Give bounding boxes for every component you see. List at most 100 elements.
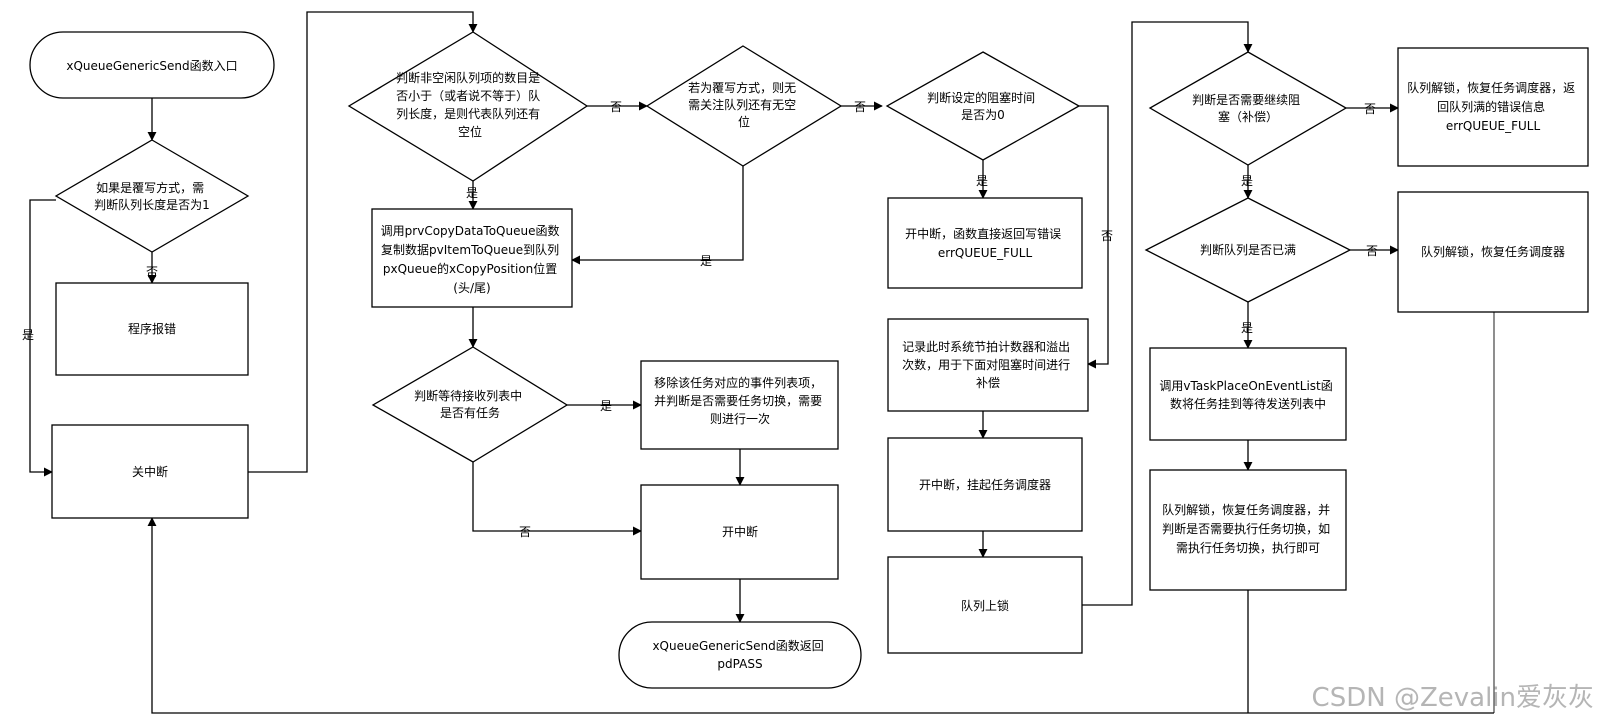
unlock-return-full-line-1: 队列解锁，恢复任务调度器，返 [1407,80,1575,95]
enable-interrupt-line-1: 开中断 [722,524,758,539]
check-length-line-1: 如果是覆写方式，需 [96,180,204,195]
record-tick-line-2: 次数，用于下面对阻塞时间进行 [902,357,1070,372]
copy-line-4: (头/尾) [453,281,490,295]
unlock-resume-line-1: 队列解锁，恢复任务调度器 [1421,244,1565,259]
lock-queue-node: 队列上锁 [887,556,1083,654]
decision-check-length-node: 如果是覆写方式，需 判断队列长度是否为1 [54,139,250,253]
return-full-line-1: 开中断，函数直接返回写错误 [905,226,1061,241]
edge-lock-to-continue-block [1082,21,1253,606]
waiting-line-2: 是否有任务 [440,405,500,420]
label-overwrite-no: 否 [854,100,866,114]
unlock-return-full-line-2: 回队列满的错误信息 [1437,99,1545,114]
unlock-switch-node: 队列解锁，恢复任务调度器，并 判断是否需要执行任务切换，如 需执行任务切换，执行… [1149,469,1347,591]
assert-line-1: 程序报错 [128,321,176,336]
svg-text:队列解锁，恢复任务调度器: 队列解锁，恢复任务调度器 [1421,244,1565,259]
remove-event-line-1: 移除该任务对应的事件列表项， [654,375,822,390]
record-tick-node: 记录此时系统节拍计数器和溢出 次数，用于下面对阻塞时间进行 补偿 [887,318,1089,412]
decision-overwrite-mode-node: 若为覆写方式，则无 需关注队列还有无空 位 [645,45,843,167]
continue-block-line-2: 塞（补偿） [1218,109,1278,124]
label-block-yes: 是 [976,174,988,188]
svg-text:判断等待接收列表中 是否有任务: 判断等待接收列表中 是否有任务 [414,388,526,420]
label-continue-no: 否 [1364,102,1376,116]
start-line-1: xQueueGenericSend函数入口 [66,58,237,73]
label-full-yes: 是 [1241,321,1253,335]
label-waiting-no: 否 [519,525,531,539]
svg-text:调用vTaskPlaceOnEventList函: 调用vTaskPlaceOnEventList函 数将任务挂到等待发送列表中 [1159,379,1336,411]
svg-text:移除该任务对应的事件列表项， 并判断是否需要: 移除该任务对应的事件列表项， 并判断是否需要任务切换，需要 则进行一次 [654,375,826,426]
svg-text:若为覆写方式，则无 需关注队列还有无空: 若为覆写方式，则无 需关注队列还有无空 位 [688,80,800,129]
svg-text:判断队列是否已满: 判断队列是否已满 [1200,242,1296,257]
space-line-3: 列长度，是则代表队列还有 [396,106,540,121]
label-block-no: 否 [1101,229,1113,243]
label-len-yes: 是 [22,328,34,342]
return-pass-line-2: pdPASS [717,657,762,671]
return-full-line-2: errQUEUE_FULL [938,246,1033,260]
edge-disable-to-space-check [248,11,478,473]
continue-block-line-1: 判断是否需要继续阻 [1192,92,1300,107]
overwrite-mode-line-3: 位 [738,114,750,129]
return-full-node: 开中断，函数直接返回写错误 errQUEUE_FULL [887,197,1083,289]
assert-error-node: 程序报错 [55,282,249,376]
remove-event-line-2: 并判断是否需要任务切换，需要 [654,393,822,408]
edge-waiting-no-to-enable [472,462,642,536]
svg-text:队列解锁，恢复任务调度器，并 判断是否需要执: 队列解锁，恢复任务调度器，并 判断是否需要执行任务切换，如 需执行任务切换，执行… [1162,502,1334,555]
start-node: xQueueGenericSend函数入口 [29,31,275,99]
decision-waiting-node: 判断等待接收列表中 是否有任务 [371,346,569,463]
enable-interrupt-node: 开中断 [640,484,839,580]
edge-len-yes-to-disable [29,199,56,477]
check-length-line-2: 判断队列长度是否为1 [94,197,210,212]
unlock-switch-line-1: 队列解锁，恢复任务调度器，并 [1162,502,1330,517]
edge-labels: 否 是 否 是 是 否 是 否 是 否 否 是 否 是 [22,100,1378,539]
waiting-line-1: 判断等待接收列表中 [414,388,522,403]
svg-text:开中断，函数直接返回写错误 errQUEUE: 开中断，函数直接返回写错误 errQUEUE_FULL [905,226,1065,260]
decision-queue-full-node: 判断队列是否已满 [1144,197,1352,303]
copy-data-node: 调用prvCopyDataToQueue函数 复制数据pvItemToQueue… [371,208,573,308]
place-event-node: 调用vTaskPlaceOnEventList函 数将任务挂到等待发送列表中 [1149,347,1347,441]
svg-text:记录此时系统节拍计数器和溢出 次数，用于下面: 记录此时系统节拍计数器和溢出 次数，用于下面对阻塞时间进行 补偿 [902,339,1074,390]
return-pass-node: xQueueGenericSend函数返回 pdPASS [618,621,862,689]
label-waiting-yes: 是 [600,399,612,413]
place-event-line-2: 数将任务挂到等待发送列表中 [1170,396,1326,411]
csdn-watermark: CSDN @Zevalin爱灰灰 [1312,683,1594,713]
svg-text:判断非空闲队列项的数目是 否小于（或者说不等: 判断非空闲队列项的数目是 否小于（或者说不等于）队 列长度，是则代表队列还有 空… [396,70,544,139]
suspend-scheduler-node: 开中断，挂起任务调度器 [887,437,1083,532]
label-overwrite-yes: 是 [700,254,712,268]
label-space-no: 否 [610,100,622,114]
svg-text:判断设定的阻塞时间 是否为0: 判断设定的阻塞时间 是否为0 [927,90,1039,122]
overwrite-mode-line-2: 需关注队列还有无空 [688,97,796,112]
space-line-1: 判断非空闲队列项的数目是 [396,70,540,85]
remove-event-node: 移除该任务对应的事件列表项， 并判断是否需要任务切换，需要 则进行一次 [640,360,839,450]
svg-text:开中断，挂起任务调度器: 开中断，挂起任务调度器 [919,477,1051,492]
space-line-4: 空位 [458,124,482,139]
svg-text:开中断: 开中断 [722,524,758,539]
svg-text:xQueueGenericSend函数返回: xQueueGenericSend函数返回 pdPASS [652,638,827,671]
label-len-no: 否 [146,265,158,279]
record-tick-line-3: 补偿 [976,375,1000,390]
space-line-2: 否小于（或者说不等于）队 [396,88,540,103]
decision-continue-block-node: 判断是否需要继续阻 塞（补偿） [1148,51,1348,166]
disable-interrupt-line-1: 关中断 [132,464,168,479]
block-time-line-2: 是否为0 [961,108,1005,122]
svg-text:关中断: 关中断 [132,464,168,479]
disable-interrupt-node: 关中断 [51,424,249,519]
label-space-yes: 是 [466,186,478,200]
label-continue-yes: 是 [1241,174,1253,188]
edge-overwrite-yes-to-copy [571,166,744,265]
flow-nodes: xQueueGenericSend函数入口 如果是覆写方式，需 判断队列长度是否… [29,31,1589,689]
copy-line-2: 复制数据pvItemToQueue到队列 [381,242,559,257]
svg-text:判断是否需要继续阻 塞（补偿）: 判断是否需要继续阻 塞（补偿） [1192,92,1304,124]
remove-event-line-3: 则进行一次 [710,412,770,426]
edge-loop-back-to-disable [147,517,1494,714]
svg-text:xQueueGenericSend函数入口: xQueueGenericSend函数入口 [66,58,237,73]
decision-space-node: 判断非空闲队列项的数目是 否小于（或者说不等于）队 列长度，是则代表队列还有 空… [347,31,589,182]
copy-line-3: pxQueue的xCopyPosition位置 [383,261,557,276]
decision-block-time-node: 判断设定的阻塞时间 是否为0 [885,51,1081,161]
block-time-line-1: 判断设定的阻塞时间 [927,90,1035,105]
unlock-switch-line-3: 需执行任务切换，执行即可 [1176,540,1320,555]
suspend-line-1: 开中断，挂起任务调度器 [919,477,1051,492]
svg-text:调用prvCopyDataToQueue函数: 调用prvCopyDataToQueue函数 复制数据pvItemToQueue… [381,223,564,295]
edge-block-no-to-record [1079,105,1109,369]
label-full-no: 否 [1366,244,1378,258]
copy-line-1: 调用prvCopyDataToQueue函数 [381,223,560,238]
